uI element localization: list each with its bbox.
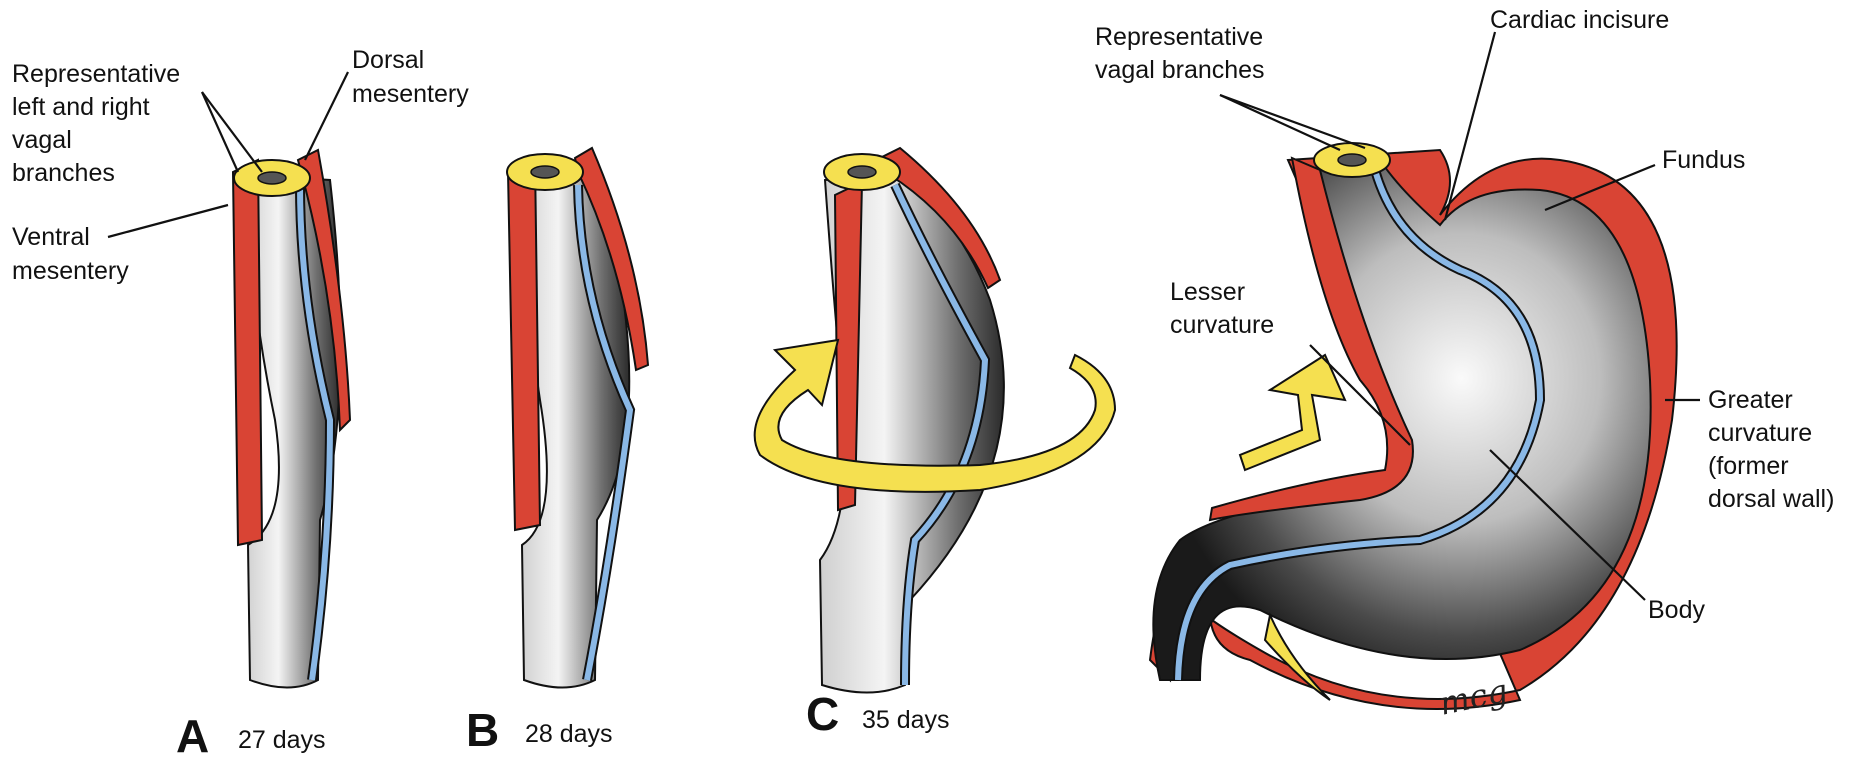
artist-signature: mcg — [1436, 671, 1511, 722]
label-body: Body — [1648, 596, 1705, 624]
label-greater-curvature-3: (former — [1708, 452, 1789, 480]
stage-a-letter: A — [176, 710, 209, 758]
stage-c-figure — [755, 148, 1115, 693]
stage-captions: A 27 days B 28 days C 35 days — [176, 688, 950, 758]
stage-a-ventral-mesentery — [233, 160, 262, 545]
stage-a-days: 27 days — [238, 726, 326, 754]
label-cardiac-incisure: Cardiac incisure — [1490, 6, 1669, 34]
label-lesser-curvature-1: Lesser — [1170, 278, 1245, 306]
stage-b-ventral-mesentery — [508, 160, 540, 530]
label-ventral-mesentery-1: Ventral — [12, 223, 90, 251]
lesser-curvature-arrow — [1240, 355, 1345, 470]
label-fundus: Fundus — [1662, 146, 1745, 174]
label-dorsal-mesentery-2: mesentery — [352, 80, 469, 108]
stage-b-letter: B — [466, 704, 499, 756]
label-lesser-curvature-2: curvature — [1170, 311, 1274, 339]
label-rep-left-right-1: Representative — [12, 60, 180, 88]
stage-b-days: 28 days — [525, 720, 613, 748]
label-rep-vagal-2: vagal branches — [1095, 56, 1265, 84]
label-greater-curvature-2: curvature — [1708, 419, 1812, 447]
stage-a-figure — [233, 150, 350, 688]
label-greater-curvature-4: dorsal wall) — [1708, 485, 1834, 513]
label-rep-vagal-1: Representative — [1095, 23, 1263, 51]
label-rep-left-right-4: branches — [12, 159, 115, 187]
stage-c-days: 35 days — [862, 706, 950, 734]
label-greater-curvature-1: Greater — [1708, 386, 1793, 414]
stage-b-figure — [507, 148, 648, 688]
label-ventral-mesentery-2: mesentery — [12, 257, 129, 285]
stage-c-letter: C — [806, 688, 839, 740]
label-rep-left-right-3: vagal — [12, 126, 72, 154]
label-rep-left-right-2: left and right — [12, 93, 150, 121]
stage-d-stomach-figure — [1150, 143, 1677, 709]
label-dorsal-mesentery-1: Dorsal — [352, 46, 424, 74]
